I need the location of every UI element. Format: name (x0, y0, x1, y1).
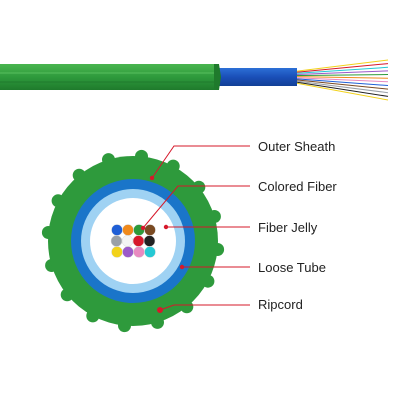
fiber-strand (289, 59, 389, 73)
loose-tube-side (215, 68, 297, 86)
colored-fiber (144, 224, 156, 236)
leader-line-ripcord (159, 304, 250, 311)
outer-sheath-side (0, 64, 218, 90)
fiber-strand (289, 77, 389, 83)
cable-cross-section (41, 149, 225, 333)
label-ripcord: Ripcord (258, 297, 303, 312)
callouts (140, 145, 250, 313)
colored-fiber (143, 235, 156, 247)
label-loose-tube: Loose Tube (258, 260, 326, 275)
marker-fiber-jelly (163, 224, 169, 230)
marker-colored-fiber (140, 225, 146, 231)
fiber-strand (289, 76, 389, 79)
marker-ripcord (157, 307, 163, 313)
cable-side-view (0, 59, 389, 101)
colored-fiber (111, 246, 123, 258)
fiber-strand (289, 70, 389, 76)
label-fiber-jelly: Fiber Jelly (258, 220, 318, 235)
label-colored-fiber: Colored Fiber (258, 179, 337, 194)
colored-fiber (122, 246, 134, 258)
fiber-strand (289, 81, 389, 101)
label-outer-sheath: Outer Sheath (258, 139, 335, 154)
fiber-strand (289, 63, 389, 74)
colored-fiber (121, 235, 134, 247)
marker-outer-sheath (149, 175, 155, 181)
fiber-strand (289, 80, 389, 97)
sheath-end-cap (214, 64, 221, 90)
colored-fibers (110, 224, 156, 258)
leader-line-outer-sheath (151, 145, 250, 179)
marker-loose-tube (179, 264, 185, 270)
fiber-strand (289, 79, 389, 94)
colored-fiber (132, 235, 145, 247)
leader-line-colored-fiber (142, 185, 250, 229)
colored-fiber (110, 235, 123, 247)
fiber-strand (289, 77, 389, 86)
fiber-strand (289, 74, 389, 77)
colored-fiber (122, 224, 134, 236)
colored-fiber (133, 246, 145, 258)
fiber-strand (289, 78, 389, 90)
fiber-strand (289, 66, 389, 75)
colored-fiber (111, 224, 123, 236)
colored-fiber (144, 246, 156, 258)
fiber-strands (289, 59, 389, 101)
